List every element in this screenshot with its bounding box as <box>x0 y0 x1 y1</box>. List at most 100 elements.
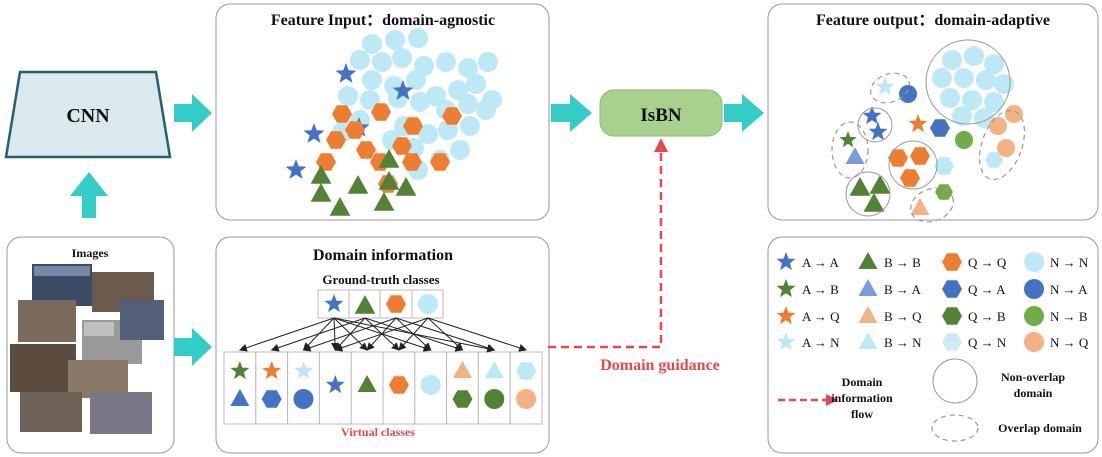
legend-triangle <box>858 306 878 323</box>
legend-label: A → Q <box>802 309 840 324</box>
feature-input-circle <box>460 116 480 136</box>
feature-input-star <box>303 123 325 143</box>
isbn-label: IsBN <box>640 105 681 126</box>
legend-non-overlap-circle <box>932 358 978 404</box>
feature-output-hexagon <box>930 119 950 137</box>
virtual-star <box>262 361 282 380</box>
feature-input-circle <box>350 50 370 70</box>
arrow-images-to-domaininfo <box>174 328 212 366</box>
feature-input-triangle <box>378 149 400 168</box>
images-title: Images <box>72 246 109 260</box>
feature-input-triangle <box>310 165 332 184</box>
virtual-star <box>230 361 250 380</box>
feature-output-star <box>839 131 857 148</box>
arrow-isbn-to-output <box>724 94 764 132</box>
feature-input-triangle <box>310 183 332 202</box>
legend-overlap-ellipse <box>931 414 979 442</box>
connection-arrow <box>398 317 429 351</box>
feature-input-circle <box>448 80 468 100</box>
legend-label: B → A <box>884 282 921 297</box>
feature-output-circle <box>994 74 1014 94</box>
feature-input-circle <box>410 92 430 112</box>
virtual-circle <box>420 375 441 395</box>
legend-star <box>776 279 796 298</box>
feature-output-circle <box>962 90 982 110</box>
legend-star <box>776 332 796 351</box>
connection-arrow <box>427 317 464 351</box>
legend-star <box>776 252 796 271</box>
feature-output-circle <box>940 88 960 108</box>
feature-input-hexagon <box>371 103 391 121</box>
legend-triangle <box>858 332 878 349</box>
legend-label: B → Q <box>884 309 922 324</box>
legend-non-overlap-label-2: domain <box>1014 386 1053 400</box>
legend-circle <box>1024 306 1044 326</box>
legend-label: N → B <box>1050 309 1088 324</box>
feature-input-circle <box>438 120 458 140</box>
feature-output-circle <box>954 68 974 88</box>
connection-arrow <box>334 317 429 352</box>
feature-output-hexagon <box>985 152 1003 168</box>
feature-output-title: Feature output：domain-adaptive <box>816 12 1050 29</box>
domain-guidance-arrowhead <box>654 138 668 152</box>
legend-label: A → A <box>802 255 839 270</box>
feature-input-circle <box>458 94 478 114</box>
feature-output-triangle <box>863 193 885 212</box>
feature-input-circle <box>362 34 382 54</box>
feature-input-circle <box>408 28 428 48</box>
gt-hexagon <box>386 295 406 313</box>
arrow-images-to-cnn <box>70 172 108 218</box>
legend-flow-label-1: Domain <box>842 375 883 389</box>
connection-arrow <box>302 317 397 352</box>
virtual-circle <box>516 389 537 409</box>
legend-panel <box>767 236 1099 454</box>
feature-input-hexagon <box>402 153 422 171</box>
virtual-triangle <box>453 361 472 378</box>
feature-output-circle <box>964 46 984 66</box>
feature-input-circle <box>406 70 426 90</box>
gt-circle <box>418 294 438 314</box>
feature-output-scatter <box>839 46 1023 215</box>
legend-label: Q → Q <box>968 255 1007 270</box>
feature-output-star <box>908 114 928 133</box>
feature-output-circle <box>997 139 1015 157</box>
feature-input-circle <box>466 74 486 94</box>
legend-triangle <box>858 252 878 269</box>
legend-label: Q → A <box>968 282 1006 297</box>
legend-label: N → N <box>1050 255 1089 270</box>
legend-hexagon <box>942 253 962 271</box>
legend-label: N → Q <box>1050 335 1089 350</box>
feature-input-hexagon <box>356 141 376 159</box>
virtual-class-shapes <box>230 361 537 409</box>
feature-output-circle <box>899 85 917 103</box>
legend-star <box>776 306 796 325</box>
arrow-input-to-isbn <box>551 94 592 132</box>
domain-guidance-arrow <box>548 152 663 349</box>
feature-output-circle <box>976 70 996 90</box>
feature-input-star <box>392 80 414 100</box>
virtual-triangle <box>230 389 250 406</box>
feature-output-hexagon <box>910 147 930 165</box>
virtual-triangle <box>484 361 504 378</box>
feature-output-circle <box>984 92 1004 112</box>
ground-truth-title: Ground-truth classes <box>322 272 439 287</box>
feature-input-star <box>335 63 357 83</box>
legend-label: Q → N <box>968 335 1007 350</box>
arrow-cnn-to-input <box>174 94 212 132</box>
connection-arrow <box>270 317 366 352</box>
cnn-block <box>4 70 172 159</box>
feature-input-hexagon <box>392 137 412 155</box>
feature-input-circle <box>385 30 405 50</box>
feature-output-triangle <box>869 175 891 194</box>
feature-input-triangle <box>378 171 400 190</box>
legend-flow-arrowhead <box>826 394 838 406</box>
virtual-hexagon <box>261 390 282 408</box>
feature-input-circle <box>362 70 382 90</box>
virtual-hexagon <box>452 390 473 408</box>
gt-triangle <box>354 295 376 314</box>
legend-flow-label-3: flow <box>851 407 873 421</box>
legend-circle <box>1024 332 1044 352</box>
feature-output-hexagon <box>900 169 920 187</box>
feature-input-circle <box>392 48 412 68</box>
virtual-class-boxes <box>223 351 543 425</box>
